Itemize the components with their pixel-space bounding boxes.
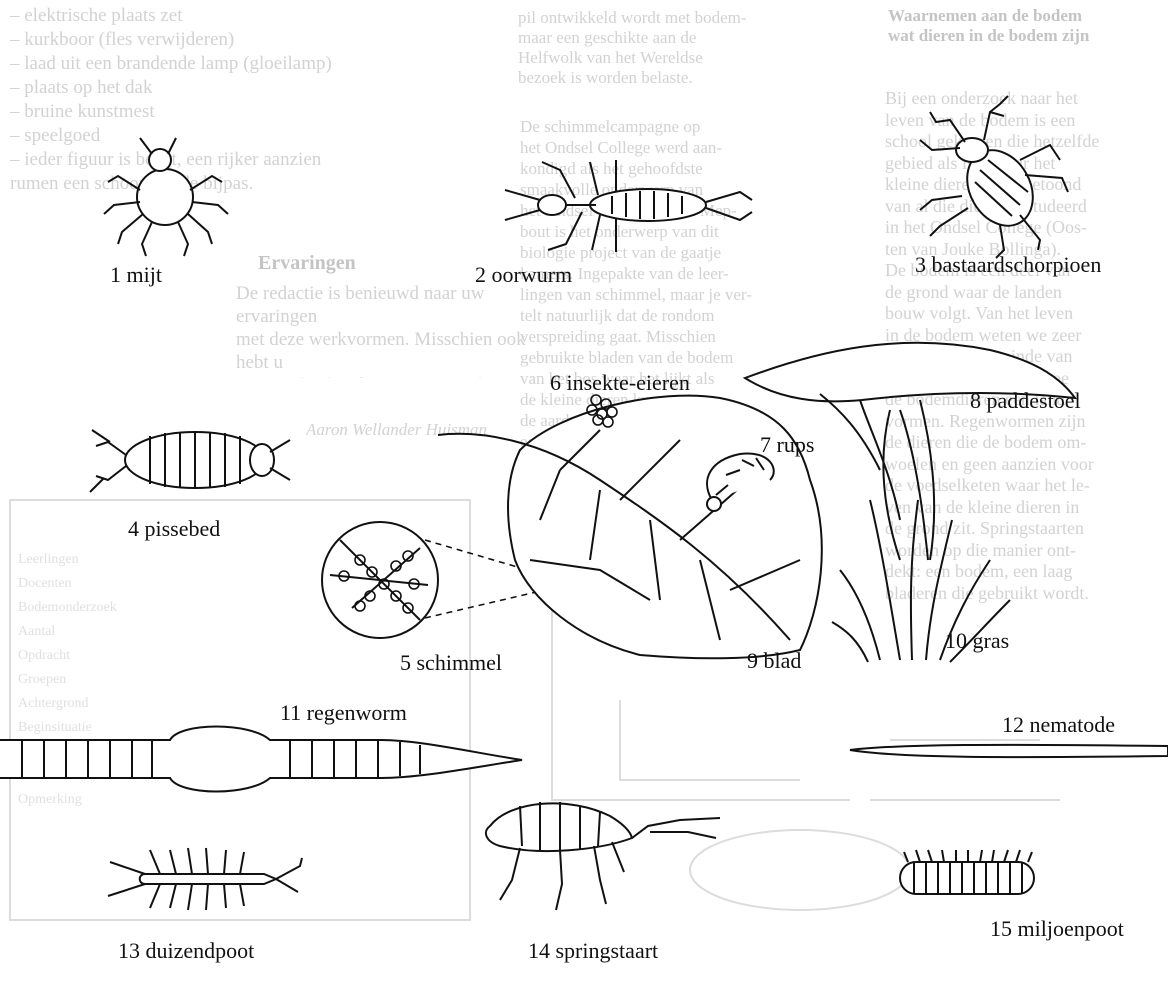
pseudoscorpion-drawing	[920, 96, 1068, 258]
label-blad: 9 blad	[747, 648, 801, 674]
label-regenworm: 11 regenworm	[280, 700, 407, 726]
label-miljoenpoot: 15 miljoenpoot	[990, 916, 1124, 942]
label-paddestoel: 8 paddestoel	[970, 388, 1081, 414]
nematode-drawing	[850, 745, 1168, 757]
label-oorwurm: 2 oorwurm	[475, 262, 572, 288]
label-gras: 10 gras	[945, 628, 1009, 654]
mite-drawing	[104, 138, 228, 256]
centipede-drawing	[108, 848, 302, 910]
earwig-drawing	[505, 160, 752, 252]
label-springstaart: 14 springstaart	[528, 938, 658, 964]
millipede-drawing	[900, 850, 1034, 894]
label-mijt: 1 mijt	[110, 262, 162, 288]
label-pissebed: 4 pissebed	[128, 516, 220, 542]
label-rups: 7 rups	[760, 432, 814, 458]
label-nematode: 12 nematode	[1002, 712, 1115, 738]
earthworm-drawing	[0, 727, 522, 792]
woodlouse-drawing	[90, 430, 290, 492]
label-bastaardschorpioen: 3 bastaardschorpioen	[915, 252, 1101, 278]
label-insekte-eieren: 6 insekte-eieren	[550, 370, 690, 396]
springtail-drawing	[486, 802, 720, 910]
label-duizendpoot: 13 duizendpoot	[118, 938, 254, 964]
label-schimmel: 5 schimmel	[400, 650, 502, 676]
